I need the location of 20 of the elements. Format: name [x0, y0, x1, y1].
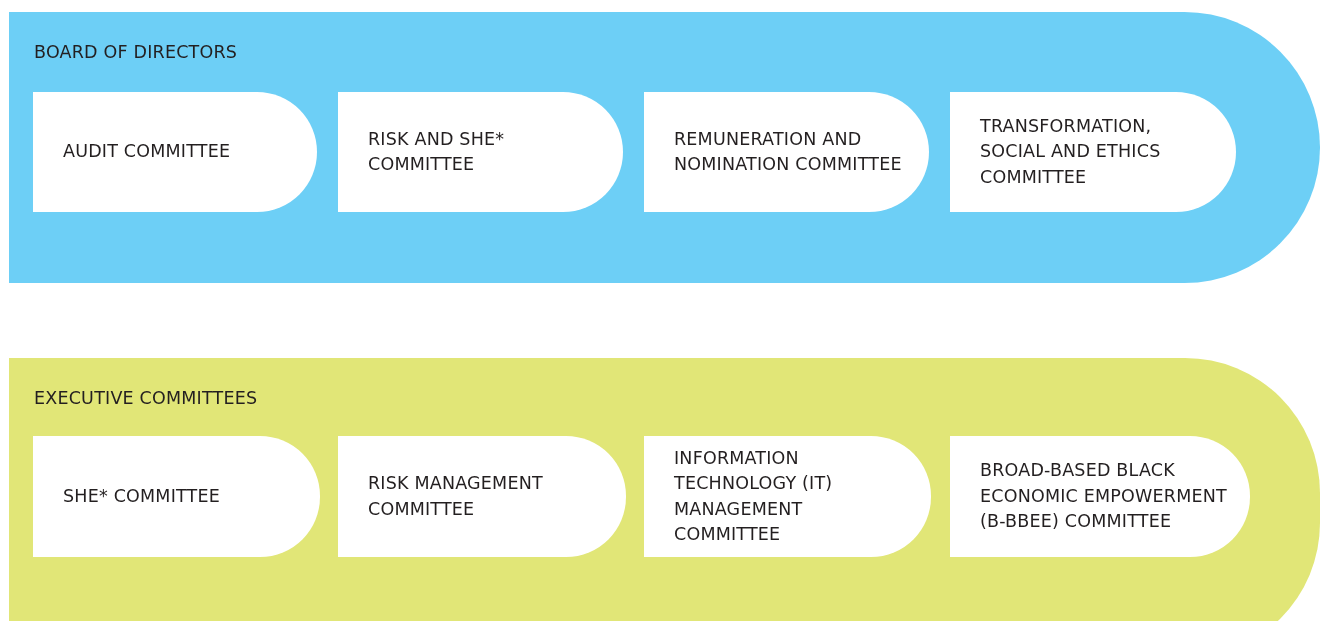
committee-name: RISK MANAGEMENT COMMITTEE [368, 472, 544, 521]
committee-card [33, 436, 320, 557]
committee-name: BROAD-BASED BLACK ECONOMIC EMPOWERMENT (B-BBEE) COMMITTEE [980, 459, 1228, 534]
committee-card [33, 92, 317, 212]
group-heading: EXECUTIVE COMMITTEES [34, 388, 258, 408]
committee-name: RISK AND SHE* COMMITTEE [368, 127, 506, 176]
committee-card [338, 92, 623, 212]
group-heading: BOARD OF DIRECTORS [34, 42, 238, 62]
committee-card [644, 92, 929, 212]
committee-name: REMUNERATION AND NOMINATION COMMITTEE [674, 127, 903, 176]
committee-card [950, 436, 1250, 557]
committee-name: SHE* COMMITTEE [63, 484, 220, 508]
committee-name: INFORMATION TECHNOLOGY (IT) MANAGEMENT COMMITTEE [674, 446, 834, 546]
committee-card [644, 436, 931, 557]
group-band [9, 12, 1320, 283]
committee-card [950, 92, 1236, 212]
committee-card [338, 436, 626, 557]
committee-name: AUDIT COMMITTEE [63, 140, 231, 164]
group-band [9, 358, 1320, 621]
committee-name: TRANSFORMATION, SOCIAL AND ETHICS COMMITTEE [980, 114, 1162, 189]
